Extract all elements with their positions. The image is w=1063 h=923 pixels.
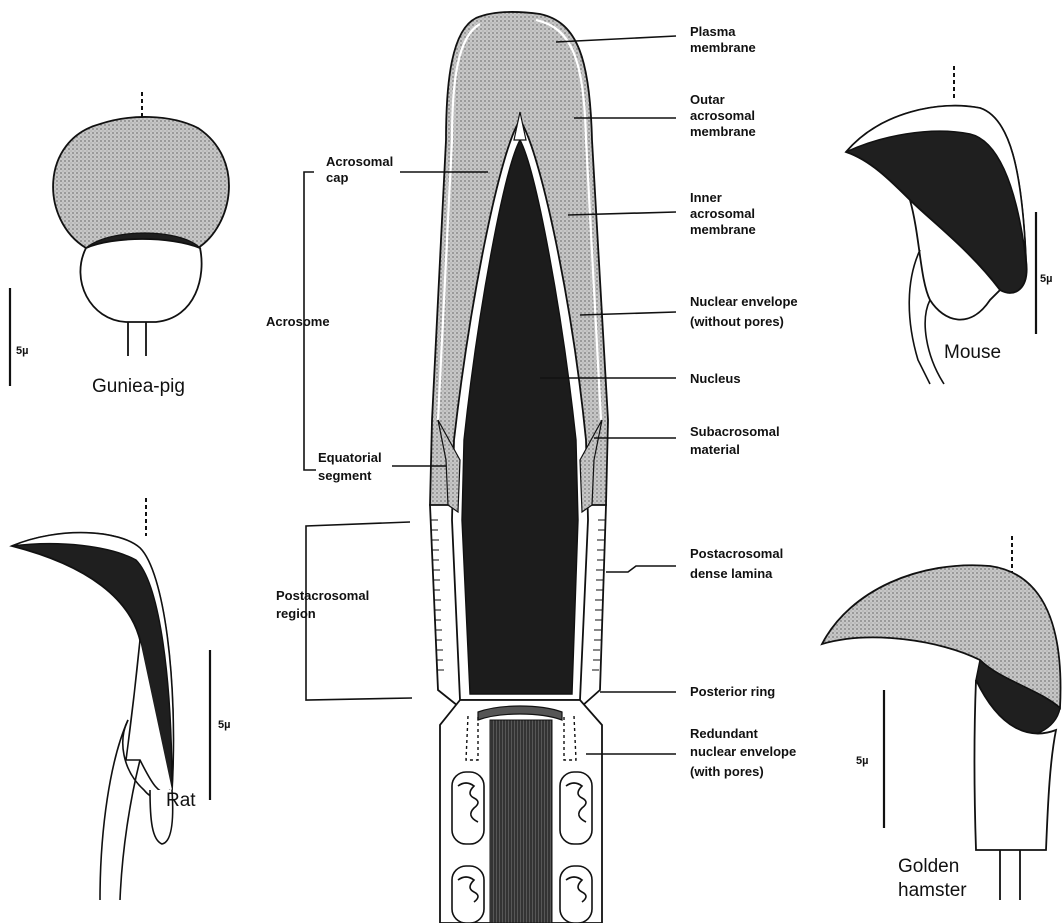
- golden-hamster-sperm: 5µ Golden hamster: [822, 536, 1061, 901]
- redundant-line-3: (with pores): [690, 764, 764, 779]
- nuclear-envelope-line-1: Nuclear envelope: [690, 294, 798, 309]
- plasma-membrane-line-1: Plasma: [690, 24, 736, 39]
- label-equatorial-segment: Equatorial segment: [318, 450, 385, 483]
- label-subacrosomal-material: Subacrosomal material: [690, 424, 783, 457]
- mouse-scale-label: 5µ: [1040, 273, 1052, 285]
- label-acrosome: Acrosome: [266, 314, 330, 329]
- hamster-label-line-1: Golden: [898, 856, 959, 877]
- outer-acrosomal-line-2: acrosomal: [690, 108, 755, 123]
- label-postacrosomal-region: Postacrosomal region: [276, 588, 373, 621]
- hamster-scale-label: 5µ: [856, 755, 868, 767]
- plasma-membrane-line-2: membrane: [690, 40, 756, 55]
- redundant-line-2: nuclear envelope: [690, 744, 796, 759]
- label-inner-acrosomal-membrane: Inner acrosomal membrane: [690, 190, 759, 237]
- label-acrosomal-cap: Acrosomal cap: [326, 154, 397, 185]
- guinea-pig-sperm: 5µ Guniea-pig: [10, 92, 229, 397]
- guinea-pig-scale-label: 5µ: [16, 345, 28, 357]
- rat-label: Rat: [166, 790, 196, 811]
- hamster-label-line-2: hamster: [898, 880, 967, 901]
- label-outer-acrosomal-membrane: Outar acrosomal membrane: [690, 92, 759, 139]
- equatorial-line-1: Equatorial: [318, 450, 382, 465]
- axoneme: [490, 720, 552, 923]
- guinea-pig-label: Guniea-pig: [92, 376, 185, 397]
- label-posterior-ring: Posterior ring: [690, 684, 775, 699]
- inner-acrosomal-line-1: Inner: [690, 190, 722, 205]
- equatorial-line-2: segment: [318, 468, 372, 483]
- inner-acrosomal-line-2: acrosomal: [690, 206, 755, 221]
- label-postacrosomal-dense-lamina: Postacrosomal dense lamina: [690, 546, 787, 581]
- acrosomal-cap-line-2: cap: [326, 170, 348, 185]
- postacrosomal-bracket: [306, 522, 412, 700]
- label-redundant-nuclear-envelope: Redundant nuclear envelope (with pores): [690, 726, 800, 779]
- mouse-sperm: 5µ Mouse: [846, 66, 1052, 384]
- nuclear-envelope-line-2: (without pores): [690, 314, 784, 329]
- postacrosomal-lamina-line-2: dense lamina: [690, 566, 773, 581]
- rat-sperm: 5µ Rat: [12, 498, 230, 900]
- subacrosomal-line-1: Subacrosomal: [690, 424, 780, 439]
- acrosomal-cap-line-1: Acrosomal: [326, 154, 393, 169]
- postacrosomal-lamina-line-1: Postacrosomal: [690, 546, 783, 561]
- label-plasma-membrane: Plasma membrane: [690, 24, 756, 55]
- label-nuclear-envelope: Nuclear envelope (without pores): [690, 294, 801, 329]
- postacrosomal-region-line-1: Postacrosomal: [276, 588, 369, 603]
- subacrosomal-line-2: material: [690, 442, 740, 457]
- postacrosomal-region-line-2: region: [276, 606, 316, 621]
- rat-scale-label: 5µ: [218, 719, 230, 731]
- inner-acrosomal-line-3: membrane: [690, 222, 756, 237]
- label-nucleus: Nucleus: [690, 371, 741, 386]
- mouse-label: Mouse: [944, 342, 1001, 363]
- central-sperm-head: [430, 12, 608, 923]
- redundant-line-1: Redundant: [690, 726, 759, 741]
- outer-acrosomal-line-3: membrane: [690, 124, 756, 139]
- outer-acrosomal-line-1: Outar: [690, 92, 725, 107]
- hamster-label: Golden hamster: [898, 856, 967, 901]
